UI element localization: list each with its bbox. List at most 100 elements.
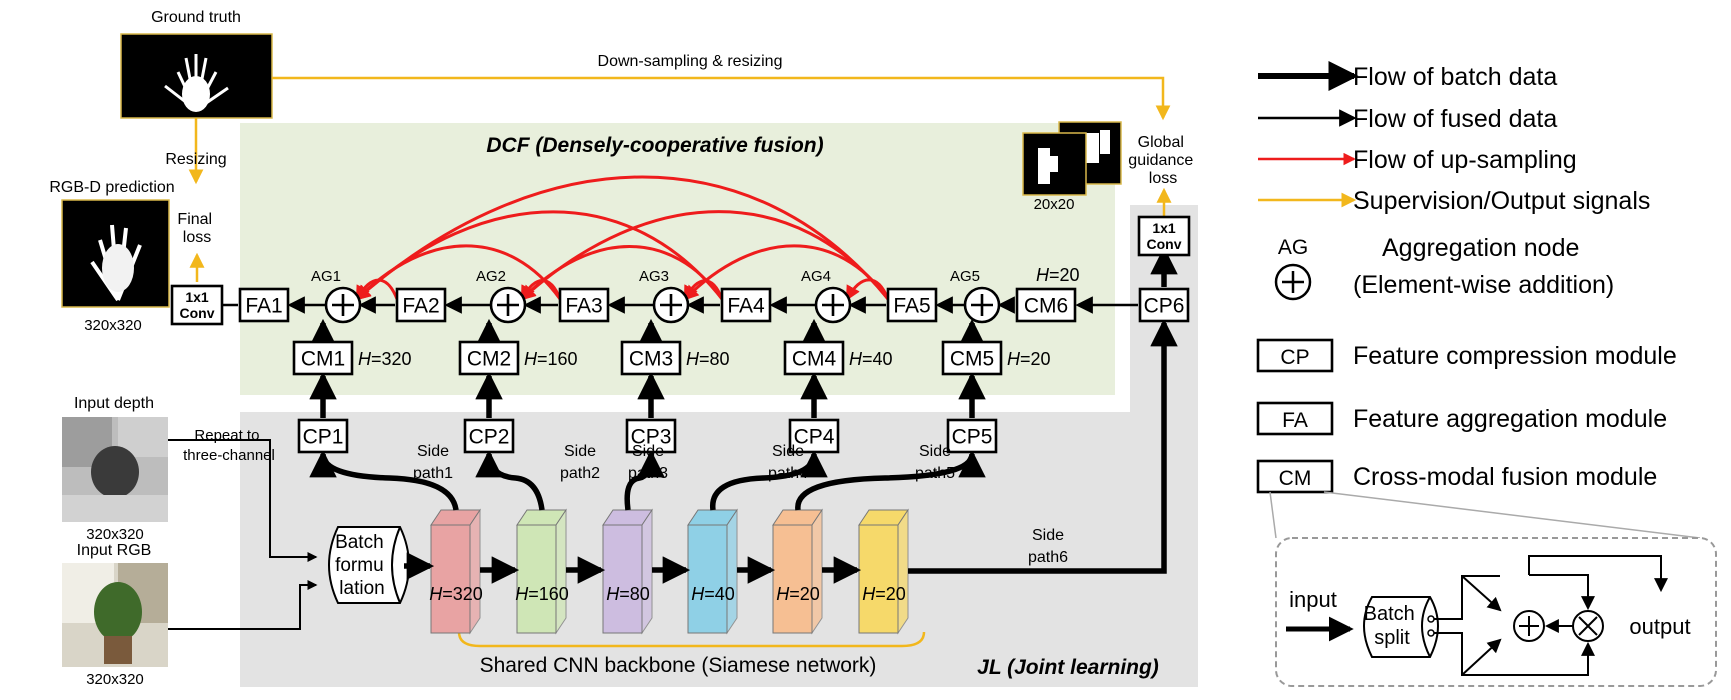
input-rgb-image	[62, 563, 168, 667]
legend: Flow of batch data Flow of fused data Fl…	[1256, 61, 1701, 539]
cm-h-label-4: H=40	[849, 349, 893, 369]
cm-module-1	[292, 340, 354, 376]
legend-ag-abbrev: AG	[1278, 236, 1308, 259]
ground-truth-label: Ground truth	[151, 9, 241, 26]
backbone-block-h-5: H=20	[776, 584, 820, 604]
cm-h-label-2: H=160	[524, 349, 578, 369]
legend-fused-label: Flow of fused data	[1353, 105, 1557, 133]
cp-module-2-label: CP2	[469, 426, 510, 449]
legend-cm-label: Cross-modal fusion module	[1353, 463, 1657, 491]
fa-module-3-label: FA3	[565, 295, 602, 318]
input-rgb-size: 320x320	[86, 671, 144, 688]
cp-module-2	[463, 418, 515, 454]
supervision-lines	[188, 76, 1172, 648]
cm-h-label-1: H=320	[358, 349, 412, 369]
backbone-block-2	[516, 508, 567, 635]
fa-module-5-label: FA5	[893, 295, 930, 318]
input-depth-image	[62, 417, 168, 522]
backbone-block-5	[772, 508, 823, 635]
cm-module-2	[458, 340, 520, 376]
legend-supervision-label: Supervision/Output signals	[1353, 187, 1650, 215]
global-maps-size: 20x20	[1034, 196, 1075, 213]
ag-label-5: AG5	[950, 268, 980, 285]
input-rgb-label: Input RGB	[77, 542, 152, 559]
jl-title: JL (Joint learning)	[977, 656, 1159, 679]
batch-formulation-label: Batch formu lation	[335, 532, 389, 599]
dcf-title: DCF (Densely-cooperative fusion)	[486, 134, 823, 157]
side-path-1	[309, 449, 459, 511]
aggregation-node-5-icon	[963, 286, 1001, 324]
fa-module-3	[558, 287, 610, 323]
cm-module-3	[620, 340, 682, 376]
fa-module-5	[886, 287, 938, 323]
legend-fa-label: Feature aggregation module	[1353, 405, 1667, 433]
fa-module-1-label: FA1	[245, 295, 282, 318]
fa-module-2-label: FA2	[402, 295, 439, 318]
cm-detail-batch-split: Batch split	[1364, 603, 1421, 649]
cm-module-4	[783, 340, 845, 376]
upsample-arc-fa5-ag3	[683, 244, 890, 301]
repeat-label: Repeat to three-channel	[183, 427, 275, 464]
backbone-block-h-6: H=20	[862, 584, 906, 604]
cm-h-label-6: H=20	[1036, 265, 1080, 285]
cp-module-5	[946, 418, 998, 454]
conv-final	[170, 284, 224, 326]
legend-cm-abbrev: CM	[1279, 467, 1312, 490]
backbone-block-h-1: H=320	[429, 584, 483, 604]
cm-module-1-label: CM1	[301, 348, 345, 371]
ag-label-3: AG3	[639, 268, 669, 285]
legend-fa-abbrev: FA	[1282, 409, 1308, 432]
legend-ag-label: Aggregation node	[1382, 234, 1579, 262]
batch-formulation-block	[328, 526, 410, 604]
side-path-6	[908, 318, 1178, 574]
legend-aggregation-node-icon	[1274, 263, 1312, 301]
final-loss-label: Final loss	[177, 211, 216, 246]
input-depth-size: 320x320	[86, 526, 144, 543]
aggregation-node-1-icon	[324, 286, 362, 324]
cm-module-5-label: CM5	[950, 348, 994, 371]
ground-truth-image	[120, 33, 273, 119]
cp-module-4	[788, 418, 840, 454]
side-path-5	[795, 449, 986, 511]
fa-module-1	[238, 287, 290, 323]
cm-module-6	[1015, 287, 1077, 323]
legend-batch-label: Flow of batch data	[1353, 63, 1557, 91]
rgbd-prediction-label: RGB-D prediction	[49, 179, 174, 196]
cp-module-4-label: CP4	[794, 426, 835, 449]
down-sampling-label: Down-sampling & resizing	[598, 53, 783, 70]
cm-module-4-label: CM4	[792, 348, 837, 371]
backbone-block-1	[430, 508, 481, 635]
cm-detail-output: output	[1629, 614, 1690, 639]
cm-module-6-label: CM6	[1024, 295, 1068, 318]
legend-ag-desc: (Element-wise addition)	[1353, 271, 1614, 299]
cp-module-3	[625, 418, 677, 454]
resizing-label: Resizing	[165, 151, 226, 168]
aggregation-node-4-icon	[814, 286, 852, 324]
backbone-block-3	[602, 508, 653, 635]
fa-module-2	[395, 287, 447, 323]
input-lines	[168, 439, 318, 630]
upsample-arc-fa5-ag4	[845, 278, 890, 301]
backbone-block-h-3: H=80	[606, 584, 650, 604]
backbone-block-4	[687, 508, 738, 635]
cp-module-3-label: CP3	[631, 426, 672, 449]
backbone-block-h-2: H=160	[515, 584, 569, 604]
upsample-arc-fa5-ag2	[520, 210, 890, 301]
conv-global	[1137, 215, 1191, 257]
cm-module-3-label: CM3	[629, 348, 673, 371]
ag-label-2: AG2	[476, 268, 506, 285]
rgbd-prediction-size: 320x320	[84, 317, 142, 334]
legend-cp-label: Feature compression module	[1353, 342, 1677, 370]
cp-module-1	[297, 418, 349, 454]
fa-module-4-label: FA4	[727, 295, 765, 318]
backbone-block-h-4: H=40	[691, 584, 735, 604]
cm-module-2-label: CM2	[467, 348, 511, 371]
cp-module-6	[1138, 287, 1190, 323]
upsample-arc-fa5-ag1	[355, 175, 890, 301]
